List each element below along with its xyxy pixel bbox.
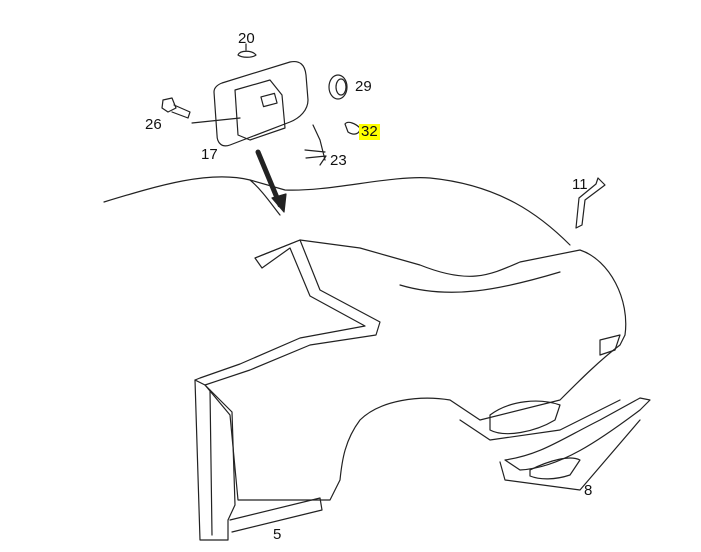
roof-inner-line — [250, 180, 280, 215]
pillar — [195, 380, 235, 540]
pillar-inner — [210, 390, 212, 535]
leader-26-17 — [192, 118, 240, 123]
callout-26[interactable]: 26 — [145, 116, 162, 133]
roof-outline — [104, 177, 570, 245]
sill — [230, 498, 322, 532]
bracket-part-11 — [576, 178, 605, 228]
rear-bumper-edge — [600, 335, 620, 355]
callout-23[interactable]: 23 — [330, 152, 347, 169]
clip-part-20 — [238, 44, 256, 57]
callout-8[interactable]: 8 — [584, 482, 593, 499]
callout-5[interactable]: 5 — [273, 526, 282, 543]
quarter-panel — [205, 240, 626, 500]
callout-20[interactable]: 20 — [238, 30, 255, 47]
plug-part-32 — [345, 122, 360, 134]
housing-latch — [261, 93, 277, 106]
housing-inner — [235, 80, 285, 140]
bolt-part-26 — [162, 98, 190, 118]
callout-29[interactable]: 29 — [355, 78, 372, 95]
trim-part-8 — [500, 398, 650, 490]
callout-32-highlighted[interactable]: 32 — [359, 123, 380, 140]
install-arrow-head — [272, 194, 286, 212]
grommet-part-29 — [329, 75, 347, 99]
fuel-door-housing — [214, 62, 308, 146]
spring-part-23 — [305, 125, 326, 165]
window-channel — [195, 240, 380, 385]
rear-body-edge — [460, 400, 620, 440]
panel-line — [400, 272, 560, 292]
callout-17[interactable]: 17 — [201, 146, 218, 163]
tail-lamp-recess — [490, 401, 560, 434]
trim-recess — [530, 458, 580, 479]
callout-11[interactable]: 11 — [572, 176, 588, 193]
